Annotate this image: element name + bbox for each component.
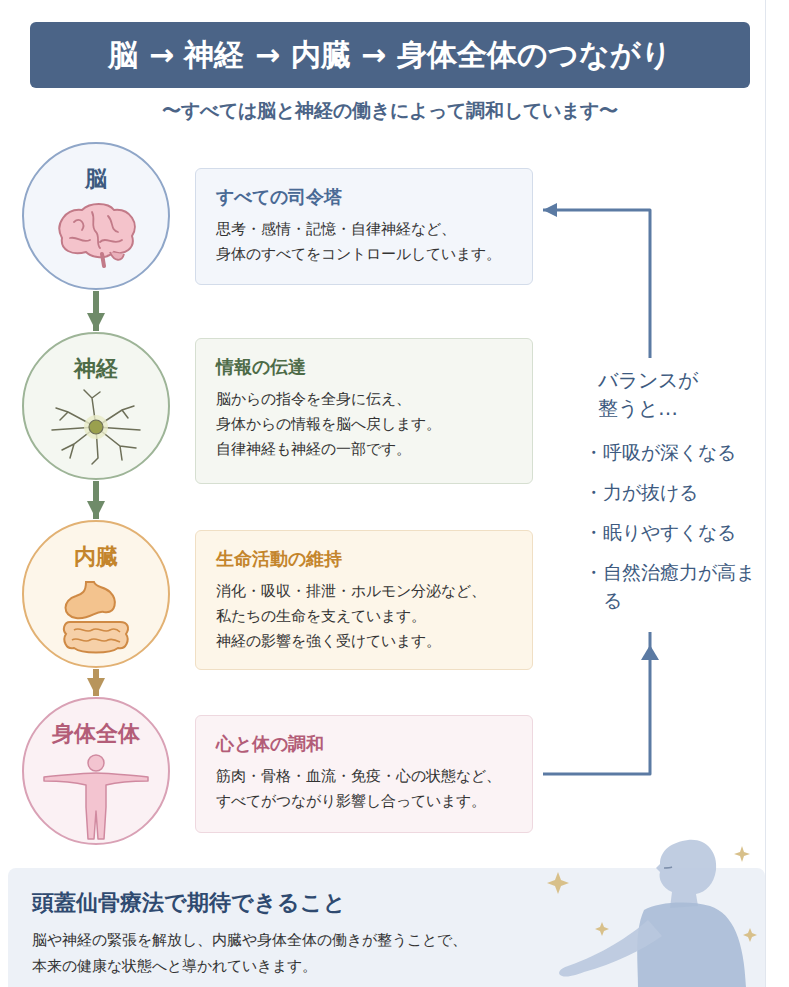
brain-icon — [102, 254, 104, 266]
effect-item: ・自然治癒力が高まる — [584, 558, 755, 614]
title-band: 脳 → 神経 → 内臓 → 身体全体のつながり — [30, 22, 750, 88]
box-body: 思考・感情・記憶・自律神経など、 身体のすべてをコントロールしています。 — [216, 217, 512, 267]
brain-icon — [110, 252, 124, 260]
box-body: 筋肉・骨格・血流・免疫・心の状態など、 すべてがつながり影響し合っています。 — [216, 764, 512, 814]
flow-arrow — [93, 481, 99, 519]
body-icon — [88, 755, 104, 771]
brain-icon — [59, 204, 134, 257]
info-box: 情報の伝達脳からの指令を全身に伝え、 身体からの情報を脳へ戻します。 自律神経も… — [195, 338, 533, 484]
box-heading: すべての司令塔 — [216, 185, 512, 209]
box-heading: 情報の伝達 — [216, 355, 512, 379]
summary-panel: 頭蓋仙骨療法で期待できること脳や神経の緊張を解放し、内臓や身体全体の働きが整うこ… — [8, 868, 765, 987]
node-circle: 身体全体 — [22, 697, 170, 845]
neuron-icon — [48, 388, 144, 466]
info-box: 心と体の調和筋肉・骨格・血流・免疫・心の状態など、 すべてがつながり影響し合って… — [195, 715, 533, 833]
body-icon — [38, 753, 154, 841]
person-illustration — [743, 928, 757, 942]
box-body: 脳からの指令を全身に伝え、 身体からの情報を脳へ戻します。 自律神経も神経の一部… — [216, 387, 512, 461]
body-icon — [44, 773, 148, 839]
info-box: 生命活動の維持消化・吸収・排泄・ホルモン分泌など、 私たちの生命を支えています。… — [195, 530, 533, 670]
brain-icon — [70, 212, 122, 248]
person-illustration — [595, 922, 609, 936]
person-illustration — [734, 846, 750, 862]
organ-icon — [72, 629, 120, 642]
title-text: 脳 → 神経 → 内臓 → 身体全体のつながり — [108, 35, 671, 76]
effect-item: ・力が抜ける — [584, 478, 755, 506]
balance-heading: バランスが 整うと… — [584, 366, 728, 422]
effect-item: ・呼吸が深くなる — [584, 438, 755, 466]
person-illustration — [538, 832, 762, 987]
subtitle-area: 〜すべては脳と神経の働きによって調和しています〜 — [30, 98, 750, 124]
neuron-icon — [84, 415, 108, 439]
organ-icon — [64, 622, 128, 653]
person-illustration — [637, 903, 746, 987]
flow-arrow — [93, 669, 99, 696]
person-illustration — [559, 920, 662, 977]
neuron-icon — [89, 420, 103, 434]
box-body: 消化・吸収・排泄・ホルモン分泌など、 私たちの生命を支えています。 神経の影響を… — [216, 579, 512, 653]
organ-icon — [66, 582, 115, 618]
circle-label: 脳 — [24, 164, 168, 194]
person-illustration — [547, 846, 757, 942]
circle-label: 内臓 — [24, 542, 168, 572]
circle-label: 身体全体 — [24, 719, 168, 749]
info-box: すべての司令塔思考・感情・記憶・自律神経など、 身体のすべてをコントロールしてい… — [195, 168, 533, 285]
flow-arrow — [93, 291, 99, 331]
person-illustration — [664, 867, 672, 868]
circle-label: 神経 — [24, 354, 168, 384]
node-circle: 内臓 — [22, 520, 170, 668]
person-illustration — [656, 840, 716, 908]
box-heading: 生命活動の維持 — [216, 547, 512, 571]
organ-icon — [56, 578, 136, 656]
person-illustration — [547, 872, 569, 894]
brain-icon — [52, 202, 140, 268]
panel-body: 脳や神経の緊張を解放し、内臓や身体全体の働きが整うことで、 本来の健康な状態へと… — [32, 928, 552, 979]
box-heading: 心と体の調和 — [216, 732, 512, 756]
neuron-icon — [52, 390, 140, 464]
node-circle: 神経 — [22, 332, 170, 480]
panel-heading: 頭蓋仙骨療法で期待できること — [32, 888, 741, 918]
effect-item: ・眠りやすくなる — [584, 518, 755, 546]
subtitle: 〜すべては脳と神経の働きによって調和しています〜 — [30, 98, 750, 124]
balance-list: バランスが 整うと…・呼吸が深くなる・力が抜ける・眠りやすくなる・自然治癒力が高… — [578, 358, 750, 632]
node-circle: 脳 — [22, 142, 170, 290]
